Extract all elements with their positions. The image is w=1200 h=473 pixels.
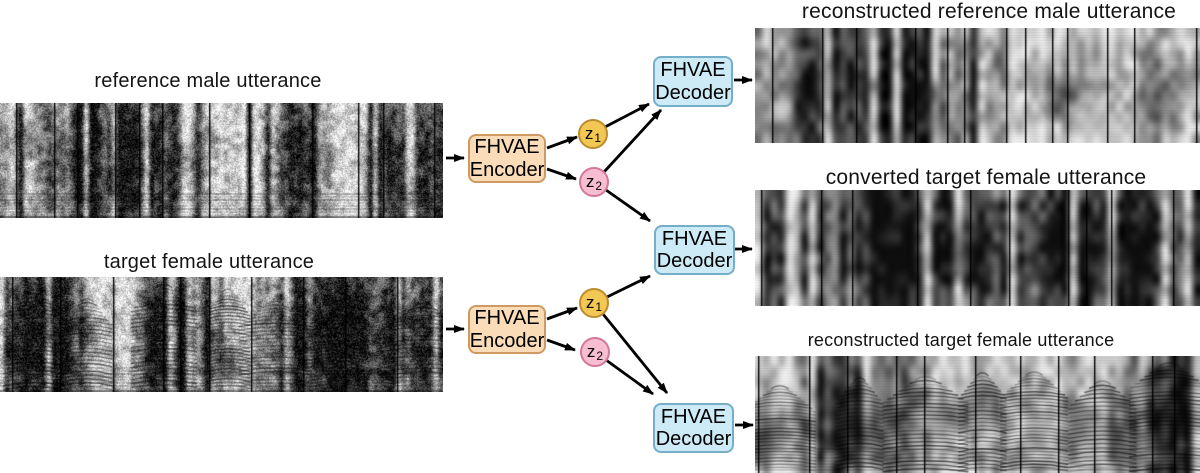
arrow-z2-top-to-decoder-middle [605,188,651,223]
spectrogram-target-female [0,277,443,392]
fhvae-decoder-middle: FHVAE Decoder [654,225,735,275]
fhvae-decoder-bottom: FHVAE Decoder [653,403,734,453]
z1-bottom-label: z [585,293,595,312]
fhvae-decoder-top: FHVAE Decoder [653,56,733,107]
z1-top-label: z [584,124,594,143]
caption-reconstructed-male: reconstructed reference male utterance [801,0,1177,23]
arrow-z1-bottom-to-decoder-bottom [601,313,669,394]
arrow-z1-top-to-decoder-top [604,102,650,129]
decoder-top-label-line1: FHVAE [660,59,726,82]
arrow-encoder-top-to-z2 [546,167,577,181]
encoder-bottom-label-line1: FHVAE [474,307,540,330]
decoder-bottom-label-line2: Decoder [655,428,732,450]
encoder-top-label-line2: Encoder [469,158,545,181]
caption-reconstructed-female: reconstructed target female utterance [807,330,1115,350]
arrow-encoder-bottom-to-z1 [546,306,578,321]
fhvae-encoder-top: FHVAE Encoder [468,134,546,183]
arrow-z2-bottom-to-decoder-bottom [605,358,654,396]
arrow-z2-top-to-decoder-top [602,109,663,173]
spectrogram-converted-female [755,190,1200,306]
z2-bottom-subscript: 2 [596,349,604,363]
caption-target-female: target female utterance [103,251,315,273]
z2-top-subscript: 2 [595,179,603,193]
caption-converted-female: converted target female utterance [825,166,1147,189]
spectrogram-reconstructed-female [755,356,1200,473]
decoder-top-label-line2: Decoder [655,81,731,104]
z1-bottom-subscript: 1 [595,300,603,314]
arrow-encoder-top-to-z1 [546,135,578,150]
z2-bottom-label: z [586,342,596,361]
encoder-bottom-label-line2: Encoder [469,329,545,352]
decoder-middle-label-line1: FHVAE [661,227,728,250]
decoder-middle-label-line2: Decoder [656,250,733,272]
arrow-encoder-bottom-to-z2 [546,338,576,352]
z2-top-label: z [585,172,595,191]
decoder-bottom-label-line1: FHVAE [660,405,727,428]
caption-reference-male: reference male utterance [94,70,322,92]
z1-top-subscript: 1 [594,131,602,145]
spectrogram-reference-male [0,103,443,218]
arrow-z1-bottom-to-decoder-middle [606,274,651,299]
fhvae-encoder-bottom: FHVAE Encoder [468,305,546,354]
encoder-top-label-line1: FHVAE [474,136,540,159]
spectrogram-reconstructed-male [755,28,1200,143]
